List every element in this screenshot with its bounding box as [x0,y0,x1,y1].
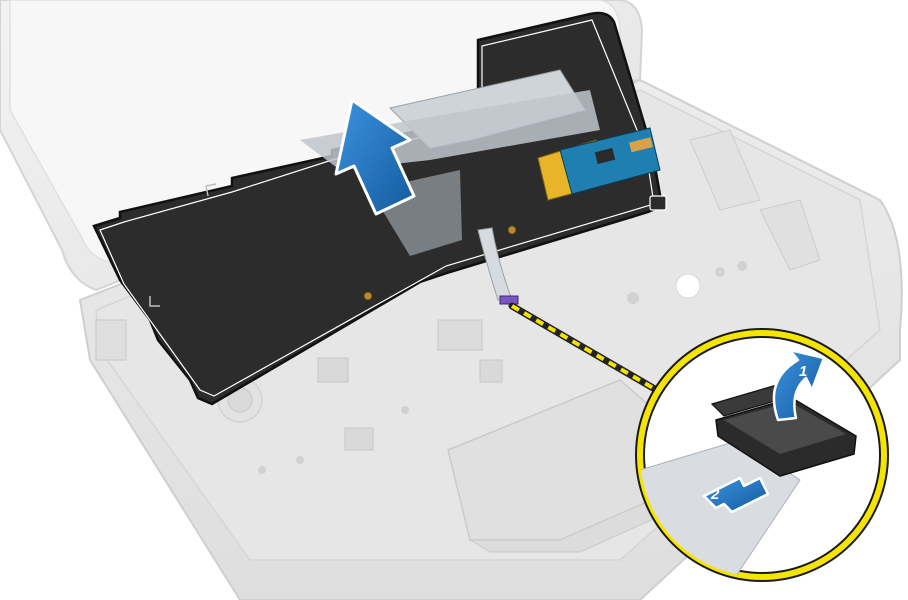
callout-leader-line [508,302,664,396]
step-2-label: 2 [710,486,720,503]
step-1-arrow: 1 [772,348,826,422]
keyboard-cables [300,69,661,305]
step-2-arrow: 2 [702,476,770,514]
lift-arrow [334,98,416,216]
step-1-label: 1 [799,363,807,380]
